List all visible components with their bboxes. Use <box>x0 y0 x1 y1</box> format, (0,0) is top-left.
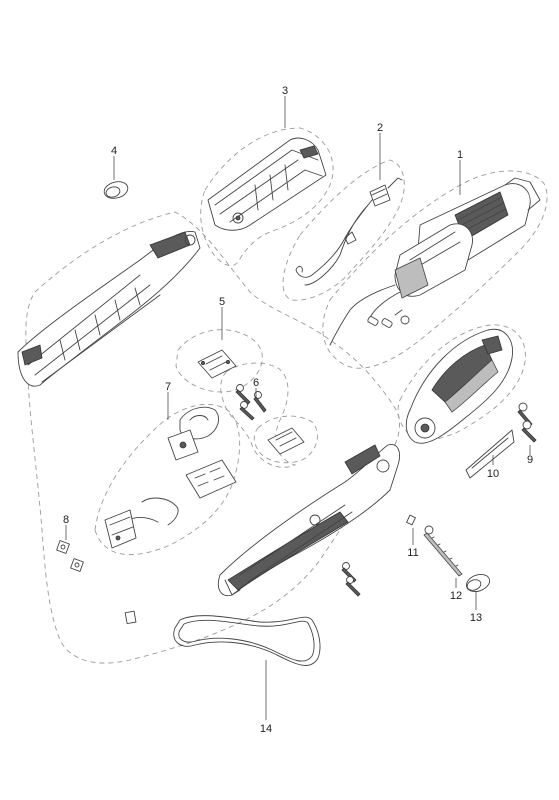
part-8-nuts <box>56 540 84 572</box>
callout-6: 6 <box>253 377 259 389</box>
part-2-wiring <box>295 177 403 286</box>
callout-10: 10 <box>487 468 499 480</box>
callout-8: 8 <box>63 514 69 526</box>
part-6-screws <box>235 384 267 421</box>
leader-lines <box>65 96 531 720</box>
callout-13: 13 <box>470 612 482 624</box>
callout-12: 12 <box>450 590 462 602</box>
group-outline-wiring <box>282 159 405 301</box>
callout-9: 9 <box>527 454 533 466</box>
right-housing-half <box>217 444 400 597</box>
callout-2: 2 <box>377 122 383 134</box>
callout-3: 3 <box>282 85 288 97</box>
group-outline-upper-body <box>200 127 334 267</box>
small-pcb <box>267 427 305 455</box>
part-1-motor <box>329 177 541 346</box>
group-outline-handle-cap <box>397 324 526 441</box>
part-11-nut <box>406 514 416 526</box>
callout-1: 1 <box>457 149 463 161</box>
group-outline-switch <box>94 404 241 556</box>
callout-14: 14 <box>260 723 272 735</box>
callout-4: 4 <box>111 145 117 157</box>
callout-11: 11 <box>407 547 418 559</box>
part-13-end-cap <box>465 573 491 593</box>
part-3-upper-shell <box>207 137 327 231</box>
part-5-pcb <box>197 349 237 379</box>
part-12-long-screw <box>423 525 463 577</box>
group-outline-small-parts <box>253 415 318 464</box>
part-4-plug <box>103 181 129 199</box>
part-9-screws <box>517 402 537 443</box>
callout-5: 5 <box>219 296 225 308</box>
part-14-seal-ring <box>173 615 321 666</box>
group-outline-housing <box>25 211 401 664</box>
small-clip <box>124 610 137 625</box>
part-10-label <box>465 429 515 479</box>
group-outline-screws <box>220 362 297 468</box>
handle-cap <box>405 328 513 444</box>
callout-7: 7 <box>165 381 171 393</box>
part-7-switch <box>104 406 237 549</box>
left-housing-half <box>17 230 201 387</box>
housing-screws <box>341 562 361 597</box>
group-outline-pcb <box>175 329 263 393</box>
